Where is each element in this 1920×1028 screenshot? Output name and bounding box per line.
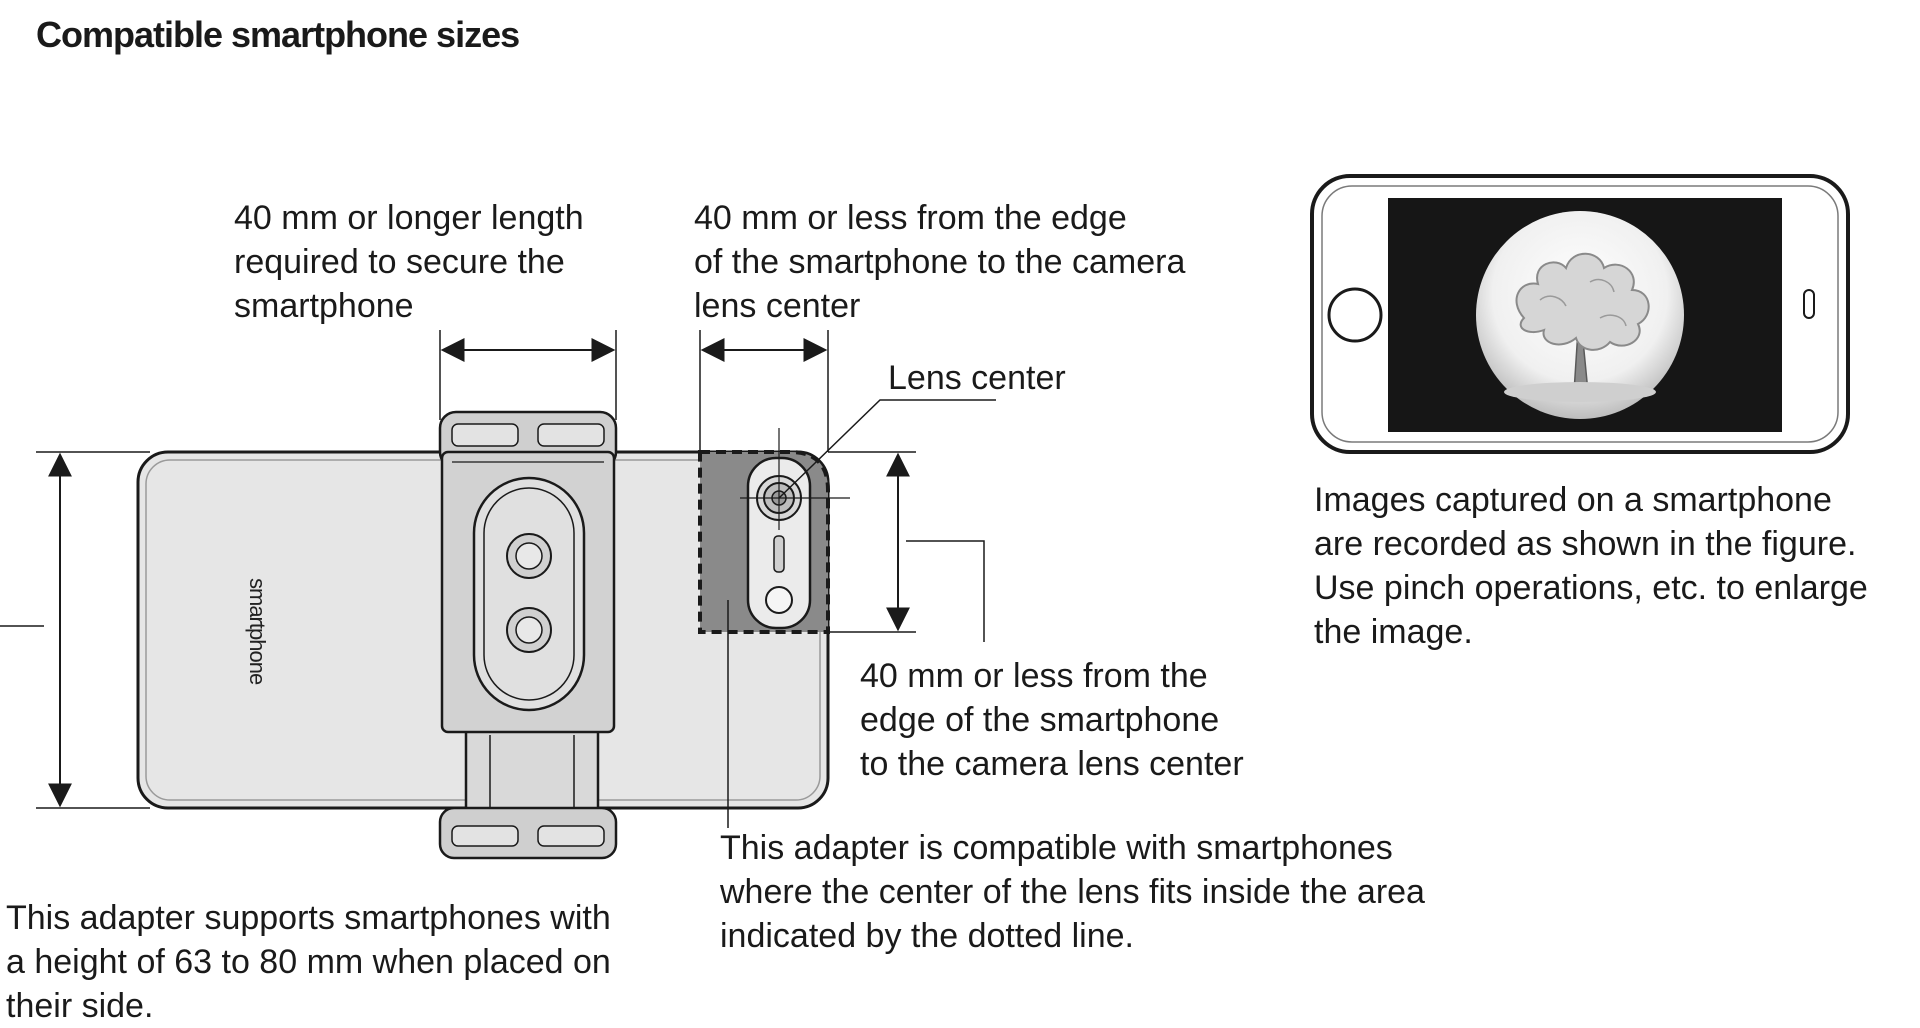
label-secure-length: 40 mm or longer length required to secur… <box>234 199 584 325</box>
dimension-secure-length <box>439 330 617 420</box>
label-dotted-area: This adapter is compatible with smartpho… <box>720 829 1425 955</box>
label-edge-to-lens-top: 40 mm or less from the edge of the smart… <box>694 199 1186 325</box>
label-captured-images: Images captured on a smartphone are reco… <box>1314 481 1868 651</box>
camera-module <box>740 428 850 630</box>
page-title: Compatible smartphone sizes <box>36 14 520 55</box>
dimension-edge-to-lens-vertical <box>828 451 985 642</box>
tree-icon <box>1504 252 1656 402</box>
lens-center-leader <box>778 399 996 499</box>
label-lens-center: Lens center <box>888 359 1066 397</box>
label-edge-to-lens-side: 40 mm or less from the edge of the smart… <box>860 657 1244 783</box>
adapter-clamp <box>438 410 618 860</box>
dimension-edge-to-lens-horizontal <box>699 330 829 452</box>
dimension-phone-height <box>0 451 150 809</box>
label-height-support: This adapter supports smartphones with a… <box>6 899 611 1025</box>
smartphone-brand-label: smartphone <box>245 578 270 685</box>
